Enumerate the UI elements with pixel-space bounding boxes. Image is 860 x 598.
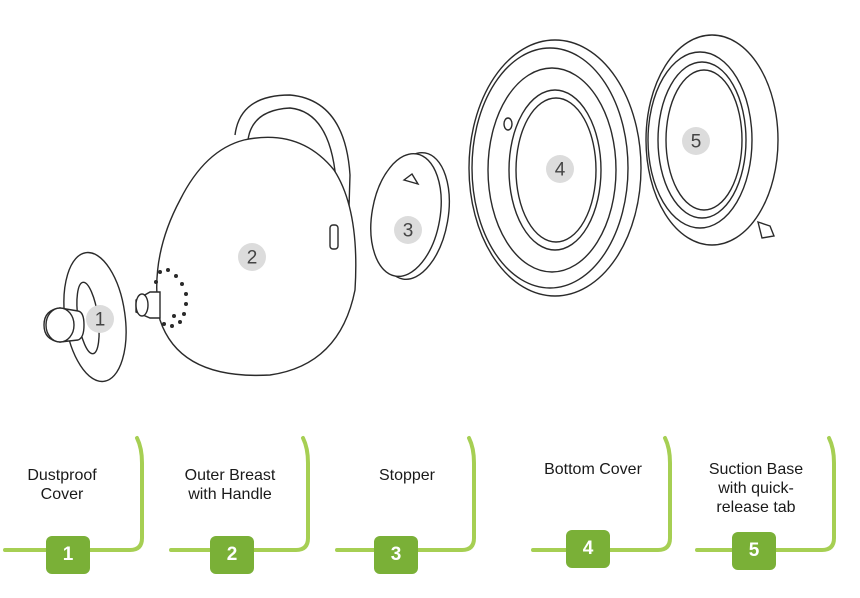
callout-2: Outer Breast with Handle 2 — [166, 436, 326, 588]
callout-label-3: Stopper — [378, 467, 436, 484]
callout-badge-5: 5 — [732, 532, 776, 570]
callout-5: Suction Base with quick- release tab 5 — [692, 436, 852, 588]
dustproof-cover-drawing — [43, 251, 127, 383]
callout-3: Stopper 3 — [332, 436, 492, 588]
part-tag-2: 2 — [247, 248, 258, 269]
part-tag-4: 4 — [555, 160, 566, 181]
callout-label-1: Dustproof Cover — [27, 467, 97, 503]
outer-breast-drawing — [135, 94, 357, 377]
stopper-drawing — [370, 151, 450, 281]
callout-badge-3: 3 — [374, 536, 418, 574]
callout-label-2: Outer Breast with Handle — [184, 467, 276, 503]
callout-badge-2: 2 — [210, 536, 254, 574]
callout-badge-1: 1 — [46, 536, 90, 574]
exploded-parts-illustration: 1 2 3 4 5 — [43, 34, 779, 383]
part-tag-1: 1 — [95, 310, 106, 331]
suction-base-drawing — [645, 34, 779, 246]
part-tag-3: 3 — [403, 221, 414, 242]
bottom-cover-drawing — [468, 39, 642, 297]
callout-badge-4: 4 — [566, 530, 610, 568]
callout-label-5: Suction Base with quick- release tab — [708, 461, 804, 516]
callout-1: Dustproof Cover 1 — [0, 436, 160, 588]
part-tag-5: 5 — [691, 132, 702, 153]
callout-4: Bottom Cover 4 — [528, 436, 688, 588]
callout-label-4: Bottom Cover — [544, 461, 642, 478]
